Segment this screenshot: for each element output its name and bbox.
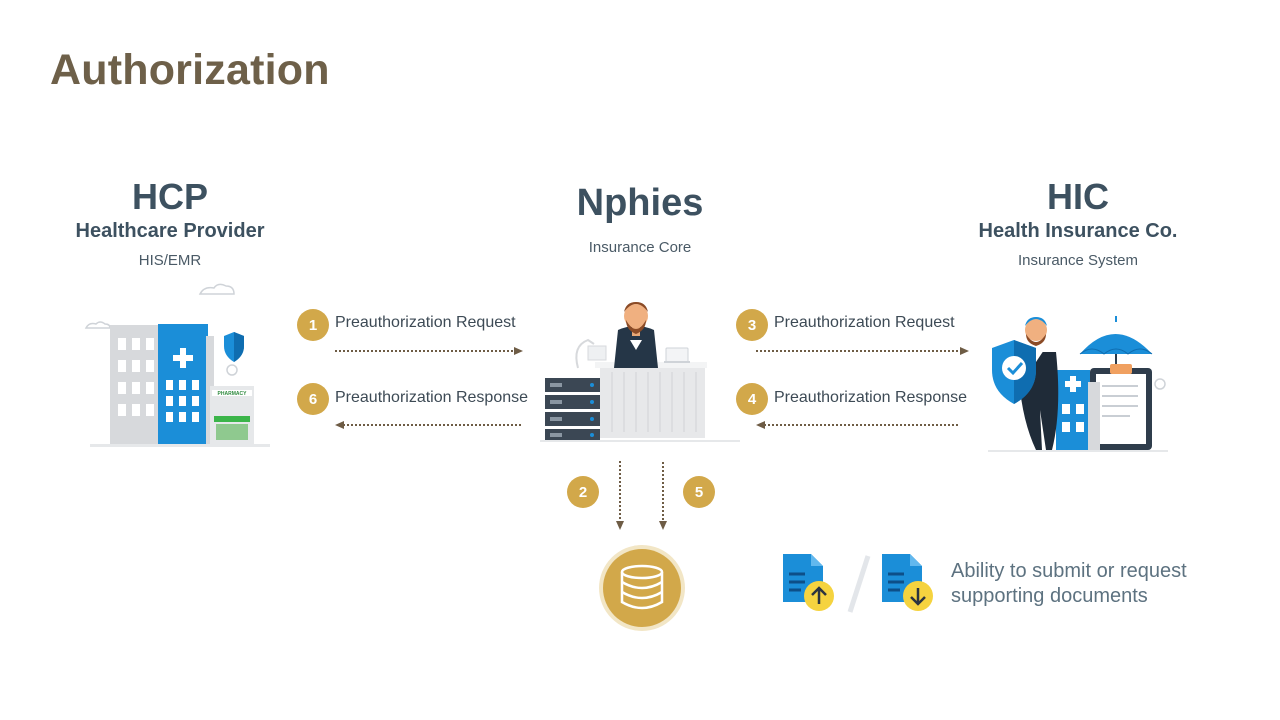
step-badge-4: 4	[736, 383, 768, 415]
insurance-agent-icon	[988, 316, 1168, 452]
nphies-agent-icon	[540, 302, 740, 442]
step-badge-5: 5	[683, 476, 715, 508]
hcp-header: HCP Healthcare Provider HIS/EMR	[40, 176, 300, 269]
flow-label-1: Preauthorization Request	[335, 314, 516, 331]
page-title: Authorization	[50, 46, 330, 94]
nphies-abbr: Nphies	[576, 182, 704, 224]
documents-note: Ability to submit or request supporting …	[951, 559, 1187, 609]
flow-label-4: Preauthorization Response	[774, 389, 968, 406]
hic-header: HIC Health Insurance Co. Insurance Syste…	[948, 176, 1208, 269]
document-upload-icon	[783, 554, 834, 611]
hic-system: Insurance System	[1017, 252, 1139, 269]
hic-name: Health Insurance Co.	[978, 220, 1178, 242]
nphies-system: Insurance Core	[588, 239, 692, 256]
documents-note-line1: Ability to submit or request	[951, 560, 1187, 582]
hcp-abbr: HCP	[131, 176, 208, 217]
hic-abbr: HIC	[1047, 176, 1109, 217]
arrow-3-head	[960, 347, 969, 355]
arrow-1-head	[514, 347, 523, 355]
step-badge-3: 3	[736, 309, 768, 341]
arrow-4-head	[756, 421, 765, 429]
pharmacy-sign: PHARMACY	[218, 391, 248, 397]
step-badge-2: 2	[567, 476, 599, 508]
step-badge-1: 1	[297, 309, 329, 341]
database-icon	[599, 545, 685, 631]
document-download-icon	[882, 554, 933, 611]
nphies-header: Nphies Insurance Core	[520, 182, 760, 256]
flow-label-6: Preauthorization Response	[335, 389, 529, 406]
arrow-2-head	[616, 521, 624, 530]
flow-label-3: Preauthorization Request	[774, 314, 955, 331]
hospital-icon: PHARMACY	[84, 283, 270, 447]
step-badge-6: 6	[297, 383, 329, 415]
arrow-5-head	[659, 521, 667, 530]
hcp-name: Healthcare Provider	[75, 220, 265, 242]
documents-note-line2: supporting documents	[951, 585, 1148, 607]
arrow-6-head	[335, 421, 344, 429]
divider-slash	[847, 555, 871, 613]
hcp-system: HIS/EMR	[138, 252, 202, 269]
